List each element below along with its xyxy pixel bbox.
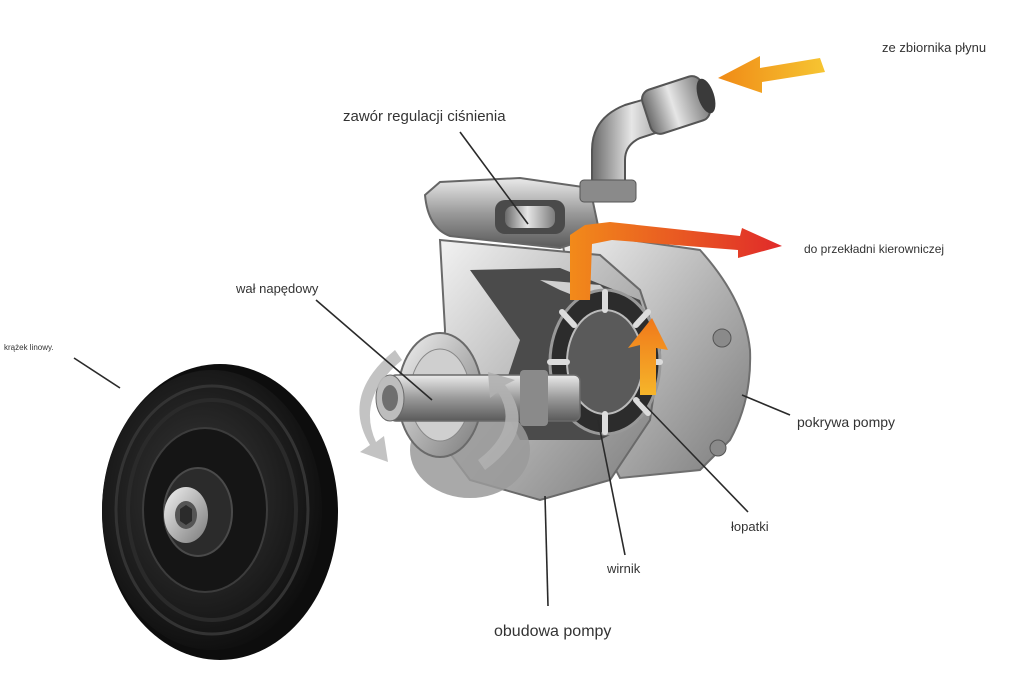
leader-lines — [73, 131, 791, 607]
pump-assembly — [359, 176, 752, 502]
inlet-flow-arrow — [718, 56, 825, 93]
internal-flow-arrow — [628, 318, 668, 395]
label-rotor: wirnik — [606, 561, 641, 576]
label-drive-shaft: wał napędowy — [235, 281, 319, 296]
label-pressure-valve: zawór regulacji ciśnienia — [343, 108, 506, 125]
inlet-pipe — [579, 75, 716, 203]
label-reservoir-inlet: ze zbiornika płynu — [882, 40, 986, 55]
label-vanes: łopatki — [731, 519, 769, 534]
label-pulley: krążek linowy. — [4, 343, 54, 352]
label-pump-housing: obudowa pompy — [494, 623, 611, 640]
label-pump-cover: pokrywa pompy — [797, 414, 895, 430]
pulley — [102, 364, 338, 660]
drive-shaft — [375, 370, 581, 426]
outlet-flow-arrow — [570, 222, 782, 300]
label-to-steering-gear: do przekładni kierowniczej — [804, 242, 944, 256]
